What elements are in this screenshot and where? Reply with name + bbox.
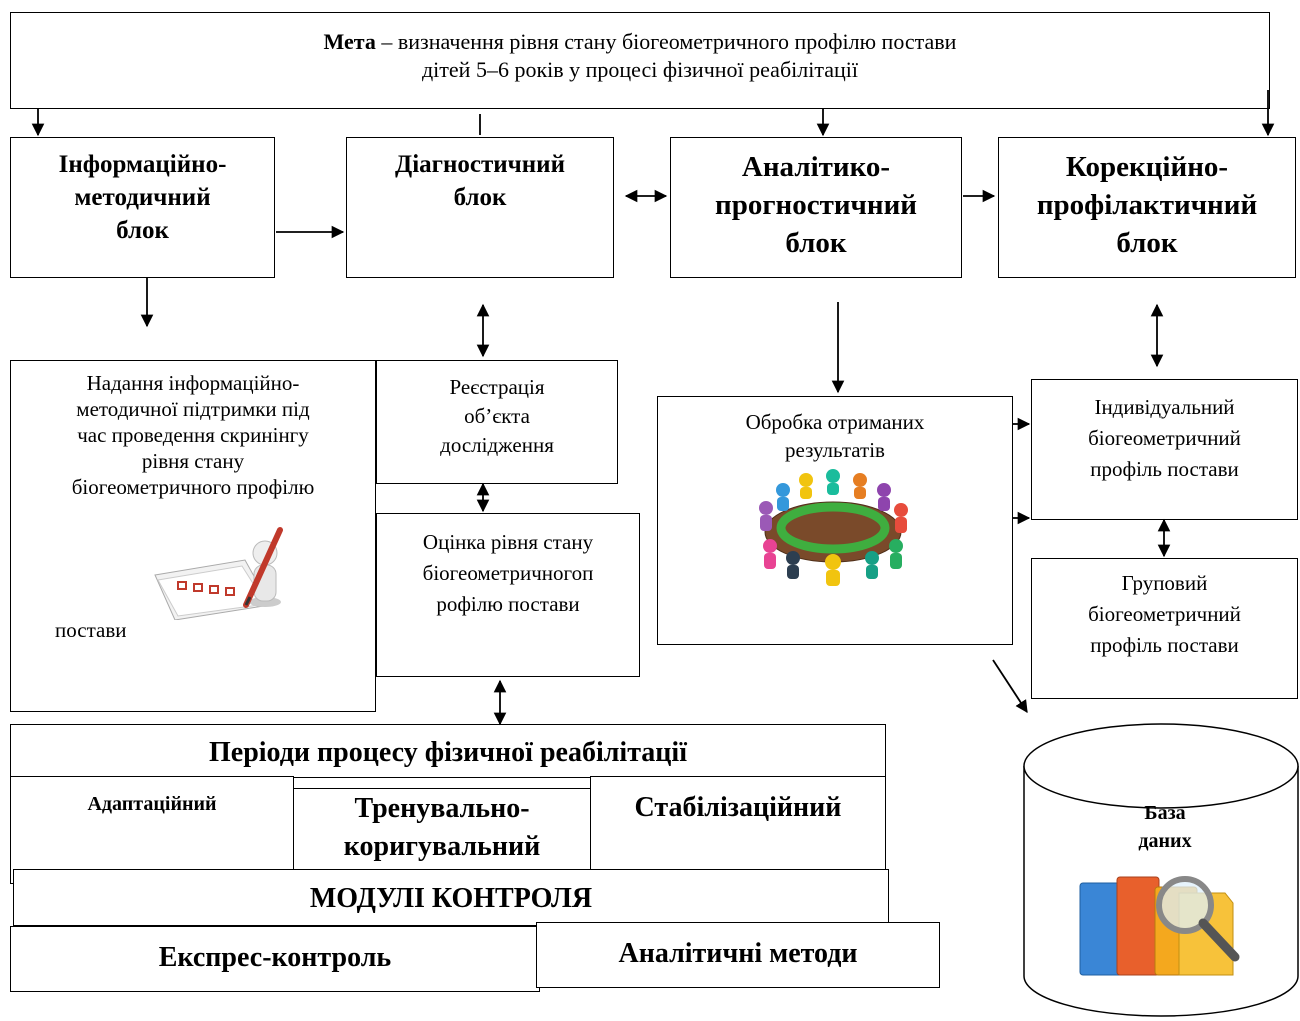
individual-profile-text: Індивідуальний біогеометричний профіль п… xyxy=(1031,392,1298,485)
correct-line-2: профілактичний xyxy=(1036,189,1258,221)
diag-block-label: Діагностичний блок xyxy=(346,148,614,214)
diag-line-1: Діагностичний xyxy=(395,151,565,178)
analytic-methods: Аналітичні методи xyxy=(618,938,858,969)
diag-block xyxy=(346,137,614,278)
period-stabilizing-box xyxy=(590,776,886,884)
info-support-tail: постави xyxy=(55,618,127,642)
correct-line-1: Корекційно- xyxy=(1065,151,1229,183)
assessment-box xyxy=(376,513,640,677)
express-control-box xyxy=(10,926,540,992)
processing-line-2: результатів xyxy=(785,438,885,462)
period-adaptive-box xyxy=(10,776,294,884)
goal-line2: дітей 5–6 років у процесі фізичної реабі… xyxy=(421,56,858,82)
period-training-line-2: коригувальний xyxy=(343,831,541,862)
assessment-line-3: рофілю постави xyxy=(436,592,580,616)
individual-profile-box xyxy=(1031,379,1298,520)
info-line-3: блок xyxy=(116,217,169,244)
period-training-line-1: Тренувально- xyxy=(354,793,530,824)
registration-box xyxy=(376,360,618,484)
info-support-line-5: біогеометричного профілю xyxy=(71,475,315,499)
processing-text: Обробка отриманих результатів xyxy=(657,408,1013,464)
goal-bold: Мета xyxy=(323,29,376,54)
goal-line1: – визначення рівня стану біогеометричног… xyxy=(375,29,957,54)
assessment-text: Оцінка рівня стану біогеометричногоп роф… xyxy=(376,527,640,620)
analytic-methods-box xyxy=(536,922,940,988)
modules-title: МОДУЛІ КОНТРОЛЯ xyxy=(309,883,593,914)
info-support-line-3: час проведення скринінгу xyxy=(77,423,309,447)
period-adaptive: Адаптаційний xyxy=(87,793,217,815)
group-line-2: біогеометричний xyxy=(1088,602,1241,626)
processing-line-1: Обробка отриманих xyxy=(745,410,925,434)
assessment-line-1: Оцінка рівня стану xyxy=(422,530,594,554)
correct-block xyxy=(998,137,1296,278)
analytic-block xyxy=(670,137,962,278)
periods-title: Періоди процесу фізичної реабілітації xyxy=(208,737,687,768)
database-label: База даних xyxy=(1115,799,1215,855)
analytic-line-2: прогностичний xyxy=(714,189,918,221)
registration-line-2: об’єкта xyxy=(464,404,530,428)
express-control: Експрес-контроль xyxy=(158,942,392,973)
diag-line-2: блок xyxy=(453,184,507,211)
database-line-1: База xyxy=(1144,802,1186,824)
individual-line-1: Індивідуальний xyxy=(1094,395,1235,419)
registration-line-1: Реєстрація xyxy=(449,375,545,399)
correct-line-3: блок xyxy=(1116,227,1178,259)
folders-magnifier-icon xyxy=(1079,876,1240,976)
team-meeting-icon xyxy=(759,469,908,586)
checklist-pencil-icon xyxy=(154,527,283,620)
period-training-box xyxy=(293,788,591,882)
info-support-line-4: рівня стану xyxy=(141,449,245,473)
info-block xyxy=(10,137,275,278)
registration-text: Реєстрація об’єкта дослідження xyxy=(376,373,618,460)
info-support-text: Надання інформаційно- методичної підтрим… xyxy=(10,370,376,500)
info-line-1: Інформаційно- xyxy=(58,151,227,178)
group-line-3: профіль постави xyxy=(1090,633,1239,657)
goal-text: Мета – визначення рівня стану біогеометр… xyxy=(10,28,1270,83)
assessment-line-2: біогеометричногоп xyxy=(422,561,594,585)
info-support-line-1: Надання інформаційно- xyxy=(86,371,300,395)
modules-title-box xyxy=(13,869,889,926)
group-profile-text: Груповий біогеометричний профіль постави xyxy=(1031,568,1298,661)
info-block-label: Інформаційно- методичний блок xyxy=(10,148,275,247)
analytic-block-label: Аналітико- прогностичний блок xyxy=(670,148,962,262)
correct-block-label: Корекційно- профілактичний блок xyxy=(998,148,1296,262)
info-line-2: методичний xyxy=(74,184,211,211)
info-support-line-2: методичної підтримки під xyxy=(76,397,310,421)
goal-box xyxy=(10,12,1270,109)
database-line-2: даних xyxy=(1138,830,1192,852)
group-profile-box xyxy=(1031,558,1298,699)
period-stabilizing: Стабілізаційний xyxy=(634,792,842,823)
analytic-line-3: блок xyxy=(785,227,847,259)
registration-line-3: дослідження xyxy=(440,433,554,457)
individual-line-2: біогеометричний xyxy=(1088,426,1241,450)
group-line-1: Груповий xyxy=(1121,571,1208,595)
periods-title-box xyxy=(10,724,886,778)
period-training: Тренувально- коригувальний xyxy=(293,790,591,866)
analytic-line-1: Аналітико- xyxy=(741,151,891,183)
info-support-box xyxy=(10,360,376,712)
individual-line-3: профіль постави xyxy=(1090,457,1239,481)
